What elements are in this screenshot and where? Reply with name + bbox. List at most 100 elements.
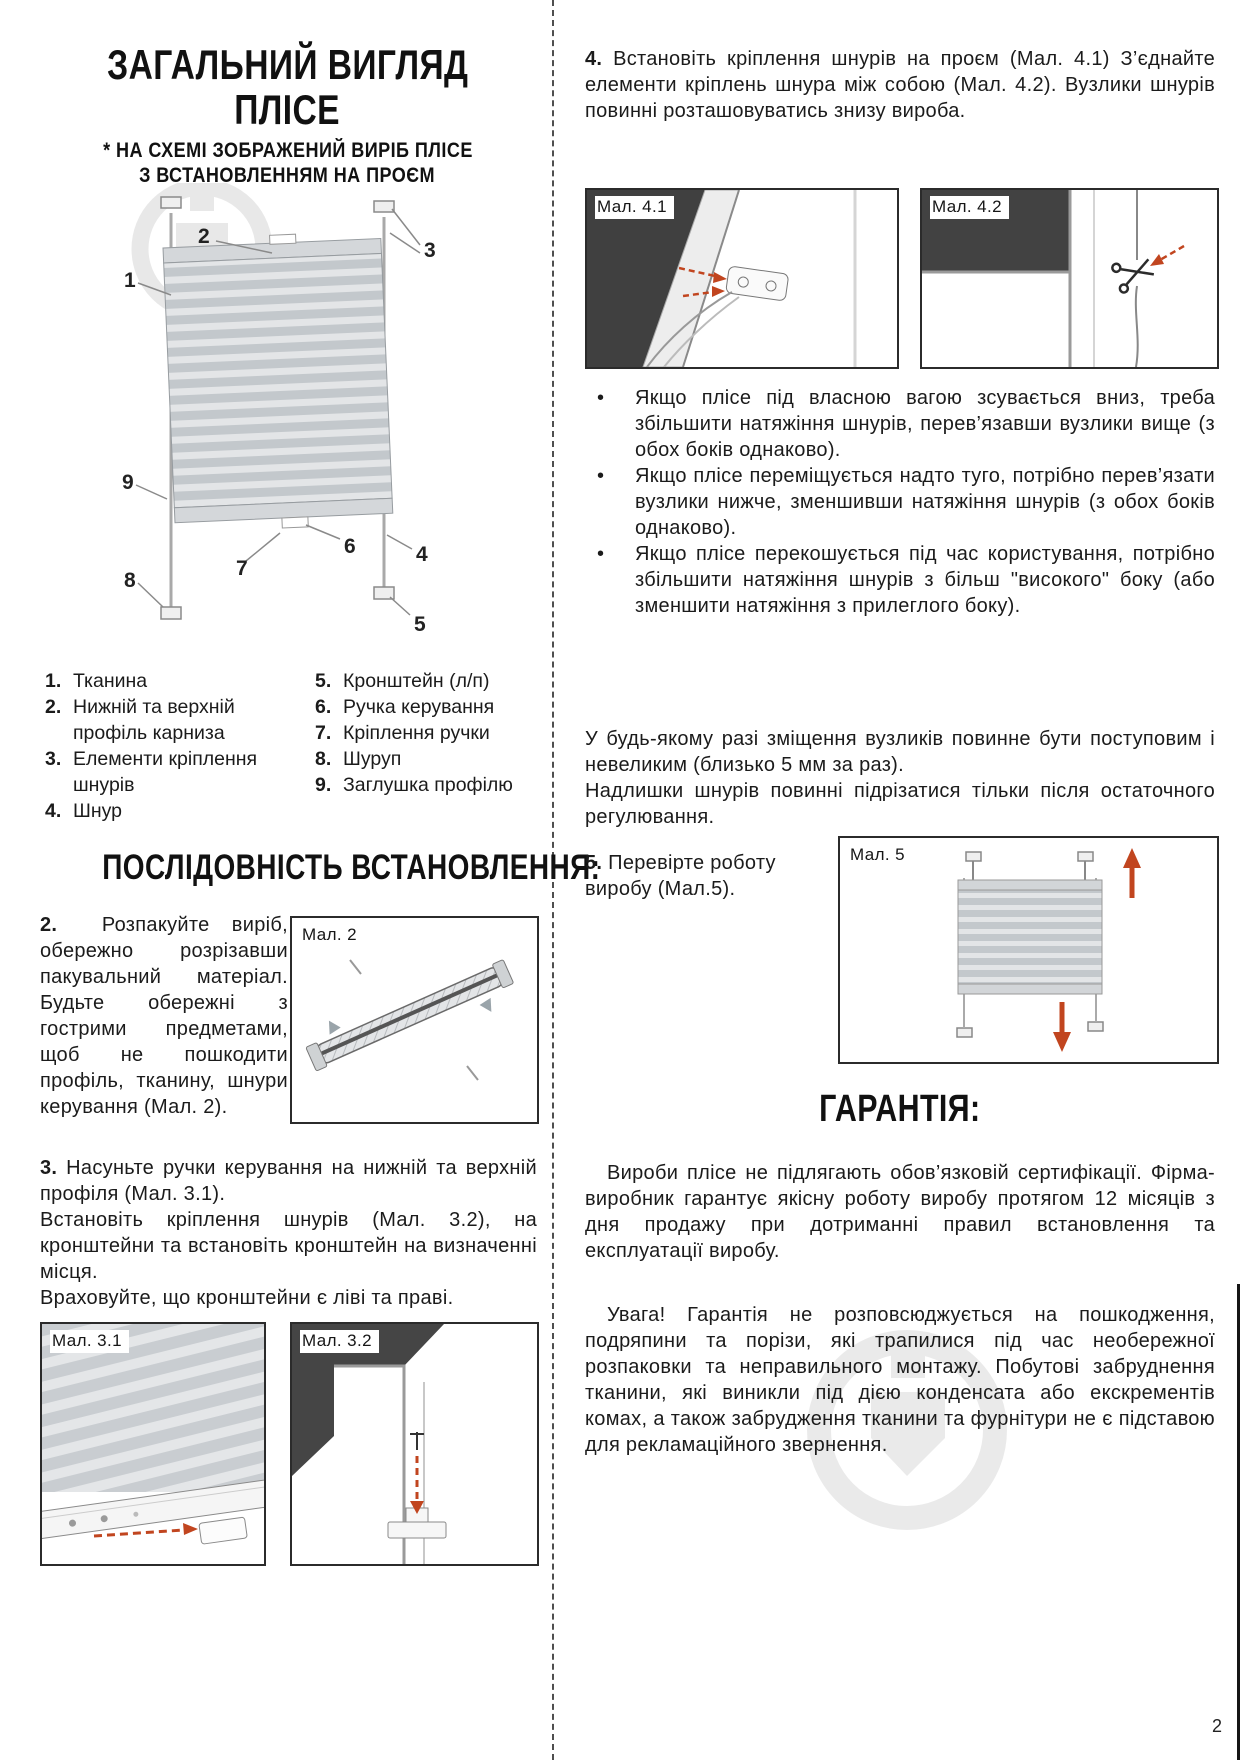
legend-item: 9. Заглушка профілю — [315, 772, 537, 798]
overview-diagram: 1 2 3 4 5 6 7 8 9 — [40, 178, 535, 661]
legend-item: 4. Шнур — [45, 798, 303, 824]
step-2-number: 2. — [40, 914, 58, 936]
page-title: ЗАГАЛЬНИЙ ВИГЛЯД ПЛІСЕ — [40, 42, 535, 132]
column-divider-dashed-line — [552, 0, 554, 1760]
pleated-blind-diagram: 1 2 3 4 5 6 7 8 9 — [122, 178, 436, 636]
figure-4-1-label: Мал. 4.1 — [595, 196, 675, 219]
figure-3-2-image — [292, 1324, 537, 1564]
legend-num: 3. — [45, 748, 62, 770]
figure-4-1: Мал. 4.1 — [585, 188, 899, 369]
legend-num: 7. — [315, 722, 332, 744]
step-3-paragraph: 3. Насуньте ручки керування на нижній та… — [40, 1155, 537, 1311]
legend-item: 8. Шуруп — [315, 746, 537, 772]
sequence-section-title: ПОСЛІДОВНІСТЬ ВСТАНОВЛЕННЯ: — [40, 848, 600, 888]
figure-2-label: Мал. 2 — [300, 924, 365, 947]
adjustment-bullet-list: Якщо плісе під власною вагою зсувається … — [585, 385, 1215, 619]
legend-label: Елементи кріплення шнурів — [73, 748, 258, 796]
legend-item: 3. Елементи кріплення шнурів — [45, 746, 303, 798]
legend-num: 4. — [45, 800, 62, 822]
step-5-text: Перевірте роботу виробу (Мал.5). — [585, 852, 776, 900]
page-title-line2: ПЛІСЕ — [234, 86, 341, 133]
step-3-text-2: Встановіть кріплення шнурів (Мал. 3.2), … — [40, 1209, 537, 1283]
callout-7: 7 — [236, 557, 248, 580]
figure-2-image — [305, 959, 514, 1081]
callout-8: 8 — [124, 569, 136, 592]
warranty-text-1: Вироби плісе не підлягають обов’язковій … — [585, 1162, 1215, 1262]
warranty-text-2: Увага! Гарантія не розповсюджується на п… — [585, 1304, 1215, 1456]
bullet-item-2: Якщо плісе переміщується надто туго, пот… — [585, 463, 1215, 541]
page-number: 2 — [1212, 1716, 1223, 1736]
adjustment-note-text-2: Надлишки шнурів повинні підрізатися тіль… — [585, 780, 1215, 828]
legend-label: Заглушка профілю — [343, 774, 513, 796]
legend-item: 5. Кронштейн (л/п) — [315, 668, 537, 694]
legend-label: Шуруп — [343, 748, 402, 770]
legend-label: Тканина — [73, 670, 148, 692]
step-2-text: Розпакуйте виріб, обережно розрізавши па… — [40, 914, 288, 1118]
bullet-item-1: Якщо плісе під власною вагою зсувається … — [585, 385, 1215, 463]
legend-label: Ручка керування — [343, 696, 495, 718]
figure-5-label: Мал. 5 — [848, 844, 913, 867]
figure-3-2: Мал. 3.2 — [290, 1322, 539, 1566]
legend-num: 6. — [315, 696, 332, 718]
figure-4-2-label: Мал. 4.2 — [930, 196, 1010, 219]
legend-num: 1. — [45, 670, 62, 692]
warranty-section-title-text: ГАРАНТІЯ: — [819, 1088, 981, 1130]
legend-label: Шнур — [73, 800, 123, 822]
legend-num: 9. — [315, 774, 332, 796]
warranty-section-title: ГАРАНТІЯ: — [585, 1088, 1215, 1131]
legend-label: Кронштейн (л/п) — [343, 670, 490, 692]
blind-body — [162, 233, 394, 529]
legend-item: 6. Ручка керування — [315, 694, 537, 720]
callout-5: 5 — [414, 613, 426, 636]
page-title-line1: ЗАГАЛЬНИЙ ВИГЛЯД — [106, 41, 469, 88]
legend-item: 7. Кріплення ручки — [315, 720, 537, 746]
page-subtitle-line1: * НА СХЕМІ ЗОБРАЖЕНИЙ ВИРІБ ПЛІСЕ — [102, 139, 473, 162]
page-edge-line — [1237, 1284, 1240, 1760]
figure-3-1-image — [42, 1324, 264, 1545]
callout-6: 6 — [344, 535, 356, 558]
legend-column-1: 1. Тканина 2. Нижній та верхній профіль ка… — [45, 668, 303, 824]
figure-5: Мал. 5 — [838, 836, 1219, 1064]
legend-item: 2. Нижній та верхній профіль карниза — [45, 694, 303, 746]
down-arrow-icon — [1053, 1002, 1071, 1052]
figure-4-1-image — [587, 190, 897, 367]
callout-1: 1 — [124, 269, 136, 292]
figure-2: Мал. 2 — [290, 916, 539, 1124]
legend-item: 1. Тканина — [45, 668, 303, 694]
legend-label: Кріплення ручки — [343, 722, 490, 744]
bullet-item-3: Якщо плісе перекошується під час користу… — [585, 541, 1215, 619]
figure-4-2: Мал. 4.2 — [920, 188, 1219, 369]
step-4-text: Встановіть кріплення шнурів на проєм (Ма… — [585, 48, 1215, 122]
adjustment-note: У будь-якому разі зміщення вузликів пови… — [585, 726, 1215, 830]
step-5-paragraph: 5. Перевірте роботу виробу (Мал.5). — [585, 850, 830, 902]
warranty-paragraph-1: Вироби плісе не підлягають обов’язковій … — [585, 1160, 1215, 1264]
page-subtitle-line2: З ВСТАНОВЛЕННЯМ НА ПРОЄМ — [139, 164, 436, 187]
step-4-paragraph: 4. Встановіть кріплення шнурів на проєм … — [585, 46, 1215, 124]
legend-num: 5. — [315, 670, 332, 692]
callout-leader-lines — [135, 208, 421, 616]
legend-column-2: 5. Кронштейн (л/п) 6. Ручка керування 7. Кр… — [315, 668, 537, 798]
callout-2: 2 — [198, 225, 210, 248]
legend-num: 2. — [45, 696, 62, 718]
legend-num: 8. — [315, 748, 332, 770]
scissors-icon — [1111, 258, 1155, 294]
up-arrow-icon — [1123, 848, 1141, 898]
mount-hooks — [160, 196, 395, 620]
figure-3-2-label: Мал. 3.2 — [300, 1330, 380, 1353]
step-4-number: 4. — [585, 48, 603, 70]
page-subtitle: * НА СХЕМІ ЗОБРАЖЕНИЙ ВИРІБ ПЛІСЕ З ВСТА… — [40, 138, 535, 188]
step-3-number: 3. — [40, 1157, 58, 1179]
callout-4: 4 — [416, 543, 428, 566]
brand-watermark-icon — [795, 1318, 1020, 1543]
callout-9: 9 — [122, 471, 134, 494]
legend-label: Нижній та верхній профіль карниза — [73, 696, 235, 744]
figure-3-1-label: Мал. 3.1 — [50, 1330, 130, 1353]
step-3-text-1: Насуньте ручки керування на нижній та ве… — [40, 1157, 537, 1205]
callout-3: 3 — [424, 239, 436, 262]
step-5-number: 5. — [585, 852, 603, 874]
adjustment-note-text-1: У будь-якому разі зміщення вузликів пови… — [585, 728, 1215, 776]
figure-3-1: Мал. 3.1 — [40, 1322, 266, 1566]
warranty-paragraph-2: Увага! Гарантія не розповсюджується на п… — [585, 1302, 1215, 1458]
step-2-paragraph: 2. Розпакуйте виріб, обережно розрізавши… — [40, 912, 288, 1120]
